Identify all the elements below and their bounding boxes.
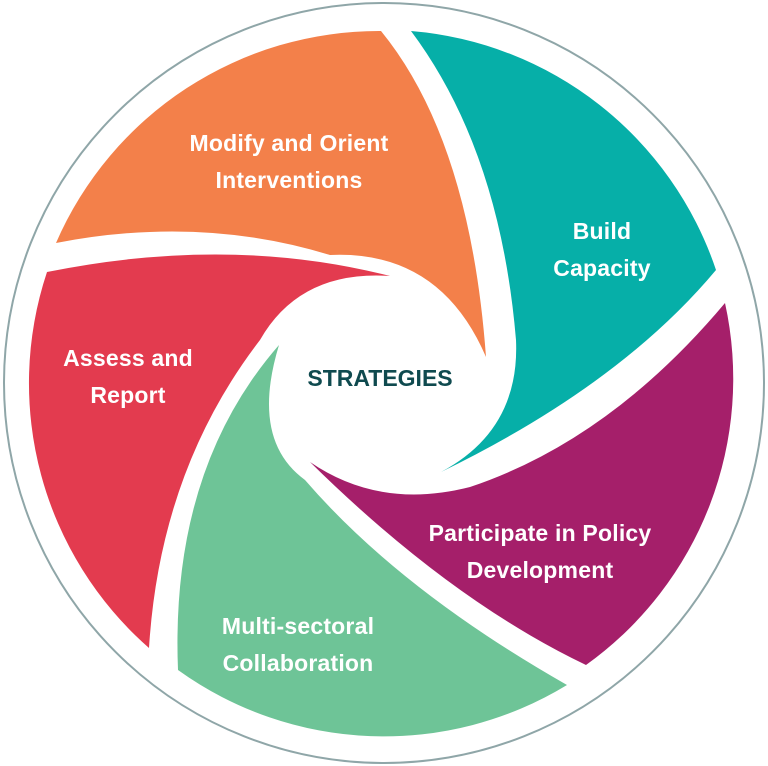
label-modify: Modify and Orient Interventions [190, 125, 389, 199]
segment-collab [177, 345, 567, 737]
label-collab-line2: Collaboration [222, 650, 374, 676]
label-build-line1: Build [572, 218, 632, 244]
segment-modify [56, 30, 486, 357]
segment-build [411, 31, 716, 472]
label-modify-line2: Interventions [215, 167, 363, 193]
label-policy-line1: Participate in Policy [428, 520, 652, 546]
label-policy-line2: Development [466, 557, 614, 583]
center-title: STRATEGIES [307, 365, 453, 391]
label-modify-line1: Modify and Orient [189, 130, 389, 156]
label-assess: Assess and Report [63, 340, 193, 414]
segment-policy [310, 303, 734, 665]
label-build-line2: Capacity [553, 255, 651, 281]
label-collab: Multi-sectoral Collaboration [222, 608, 374, 682]
label-collab-line1: Multi-sectoral [221, 613, 375, 639]
label-policy: Participate in Policy Development [429, 515, 652, 589]
segment-assess [28, 254, 390, 648]
label-build: Build Capacity [553, 213, 650, 287]
label-assess-line2: Report [90, 382, 166, 408]
label-assess-line1: Assess and [63, 345, 193, 371]
